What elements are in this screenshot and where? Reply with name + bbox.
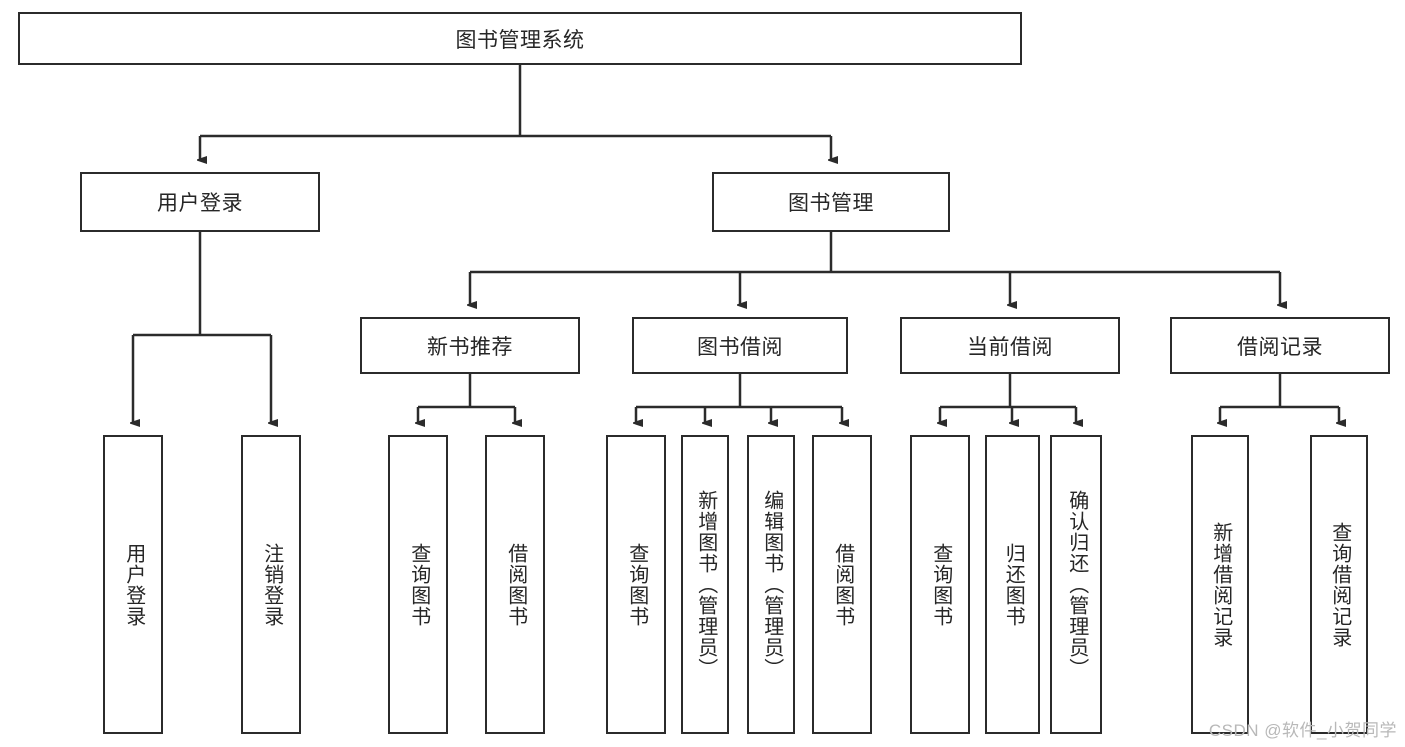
leaf-user-login[interactable]: 用户登录 (103, 435, 163, 734)
node-borrow-record[interactable]: 借阅记录 (1170, 317, 1390, 374)
leaf-query-book-nbr-label: 查询图书 (407, 542, 430, 627)
node-current-borrow-label: 当前借阅 (967, 335, 1053, 359)
leaf-add-borrow-record-label: 新增借阅记录 (1209, 521, 1232, 648)
node-current-borrow[interactable]: 当前借阅 (900, 317, 1120, 374)
node-user-login-label: 用户登录 (157, 192, 243, 215)
leaf-edit-book-admin-label: 编辑图书（管理员） (760, 490, 783, 679)
leaf-confirm-return-admin-label: 确认归还（管理员） (1065, 490, 1088, 679)
node-user-login[interactable]: 用户登录 (80, 172, 320, 232)
leaf-borrow-book-nbr[interactable]: 借阅图书 (485, 435, 545, 734)
node-book-borrow[interactable]: 图书借阅 (632, 317, 848, 374)
leaf-edit-book-admin[interactable]: 编辑图书（管理员） (747, 435, 795, 734)
leaf-add-book-admin-label: 新增图书（管理员） (694, 490, 717, 679)
leaf-query-book-bb[interactable]: 查询图书 (606, 435, 666, 734)
leaf-add-borrow-record[interactable]: 新增借阅记录 (1191, 435, 1249, 734)
leaf-user-login-label: 用户登录 (122, 542, 145, 627)
csdn-watermark: CSDN @软件_小贺同学 (1208, 721, 1397, 740)
leaf-query-borrow-record-label: 查询借阅记录 (1328, 521, 1351, 648)
leaf-borrow-book-bb[interactable]: 借阅图书 (812, 435, 872, 734)
leaf-return-book[interactable]: 归还图书 (985, 435, 1040, 734)
leaf-logout-label: 注销登录 (260, 542, 283, 627)
leaf-query-book-cb[interactable]: 查询图书 (910, 435, 970, 734)
leaf-query-borrow-record[interactable]: 查询借阅记录 (1310, 435, 1368, 734)
node-borrow-record-label: 借阅记录 (1237, 335, 1323, 359)
leaf-return-book-label: 归还图书 (1002, 542, 1025, 627)
leaf-add-book-admin[interactable]: 新增图书（管理员） (681, 435, 729, 734)
node-new-book-recommend-label: 新书推荐 (427, 335, 513, 359)
node-root[interactable]: 图书管理系统 (18, 12, 1022, 65)
node-book-borrow-label: 图书借阅 (697, 335, 783, 359)
leaf-query-book-nbr[interactable]: 查询图书 (388, 435, 448, 734)
leaf-confirm-return-admin[interactable]: 确认归还（管理员） (1050, 435, 1102, 734)
node-book-management[interactable]: 图书管理 (712, 172, 950, 232)
leaf-borrow-book-nbr-label: 借阅图书 (504, 542, 527, 627)
leaf-borrow-book-bb-label: 借阅图书 (831, 542, 854, 627)
node-new-book-recommend[interactable]: 新书推荐 (360, 317, 580, 374)
leaf-logout[interactable]: 注销登录 (241, 435, 301, 734)
leaf-query-book-bb-label: 查询图书 (625, 542, 648, 627)
leaf-query-book-cb-label: 查询图书 (929, 542, 952, 627)
node-book-management-label: 图书管理 (788, 192, 874, 215)
node-root-label: 图书管理系统 (455, 28, 585, 52)
